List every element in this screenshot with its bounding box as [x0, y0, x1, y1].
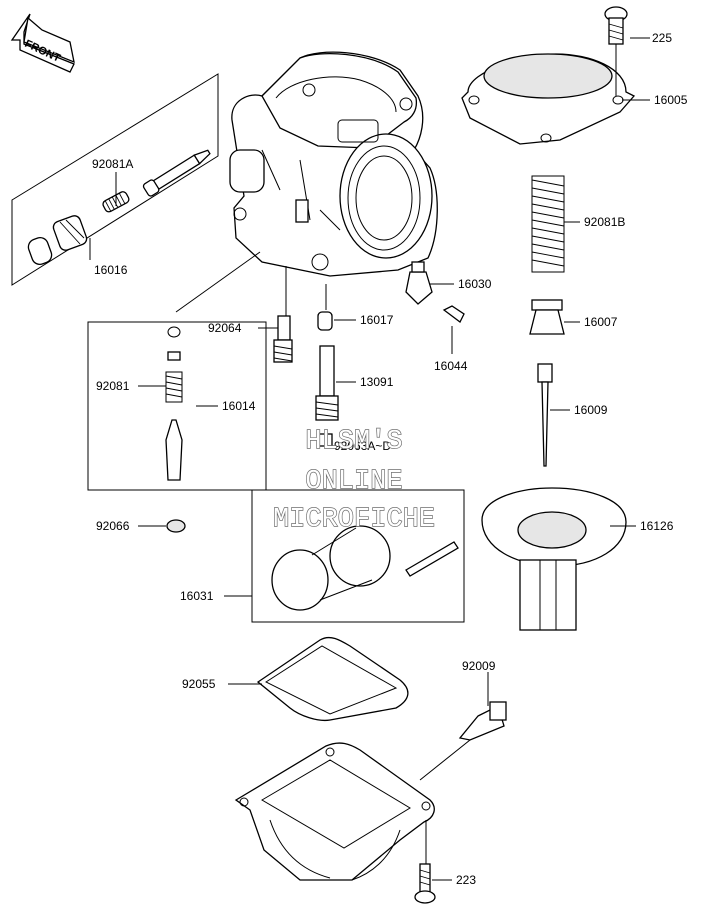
- bowl-screw: [414, 863, 436, 904]
- group-box-idle-screw: [11, 73, 219, 286]
- needle-holder: [529, 299, 565, 335]
- float-valve: [405, 261, 433, 305]
- part-label-16017: 16017: [360, 313, 394, 327]
- part-label-13091: 13091: [360, 375, 394, 389]
- float-assembly: [271, 525, 459, 611]
- part-label-16030: 16030: [458, 277, 492, 291]
- enricher-plunger: [165, 326, 183, 481]
- diaphragm-slide: [481, 487, 627, 631]
- part-label-92009: 92009: [462, 659, 496, 673]
- part-label-16126: 16126: [640, 519, 674, 533]
- front-arrow-icon: FRONT: [10, 13, 75, 73]
- carburetor-body: [229, 51, 438, 277]
- plug-cap: [166, 519, 186, 533]
- part-label-223: 223: [456, 873, 476, 887]
- watermark-line-3: MICROFICHE: [273, 505, 435, 535]
- drain-screw: [458, 701, 507, 741]
- needle-jet: [315, 345, 339, 421]
- group-box-enricher: [87, 321, 267, 491]
- part-label-16031: 16031: [180, 589, 214, 603]
- leader-lines: [89, 37, 650, 881]
- part-label-16007: 16007: [584, 315, 618, 329]
- pilot-jet: [317, 311, 333, 331]
- part-label-92066: 92066: [96, 519, 130, 533]
- top-cap-assembly: [461, 6, 636, 145]
- float-clip: [442, 305, 465, 323]
- part-label-92081b: 92081B: [584, 215, 625, 229]
- watermark-line-2: ONLINE: [305, 467, 402, 497]
- part-label-16016: 16016: [94, 263, 128, 277]
- part-label-92081: 92081: [96, 379, 130, 393]
- float-bowl: [234, 742, 435, 881]
- part-label-225: 225: [652, 31, 672, 45]
- part-label-16044: 16044: [434, 359, 468, 373]
- pilot-screw: [273, 315, 293, 363]
- part-label-16005: 16005: [654, 93, 688, 107]
- vacuum-spring: [531, 175, 565, 273]
- part-label-92081a: 92081A: [92, 157, 133, 171]
- main-jet: [317, 433, 333, 447]
- jet-needle: [537, 363, 553, 467]
- part-label-16009: 16009: [574, 403, 608, 417]
- watermark-line-1: HLSM'S: [305, 427, 402, 457]
- part-label-92055: 92055: [182, 677, 216, 691]
- group-box-float: [251, 489, 465, 623]
- part-label-16014: 16014: [222, 399, 256, 413]
- float-bowl-gasket: [256, 636, 409, 722]
- part-label-92064: 92064: [208, 321, 242, 335]
- part-label-92063: 92063A~D: [334, 439, 391, 453]
